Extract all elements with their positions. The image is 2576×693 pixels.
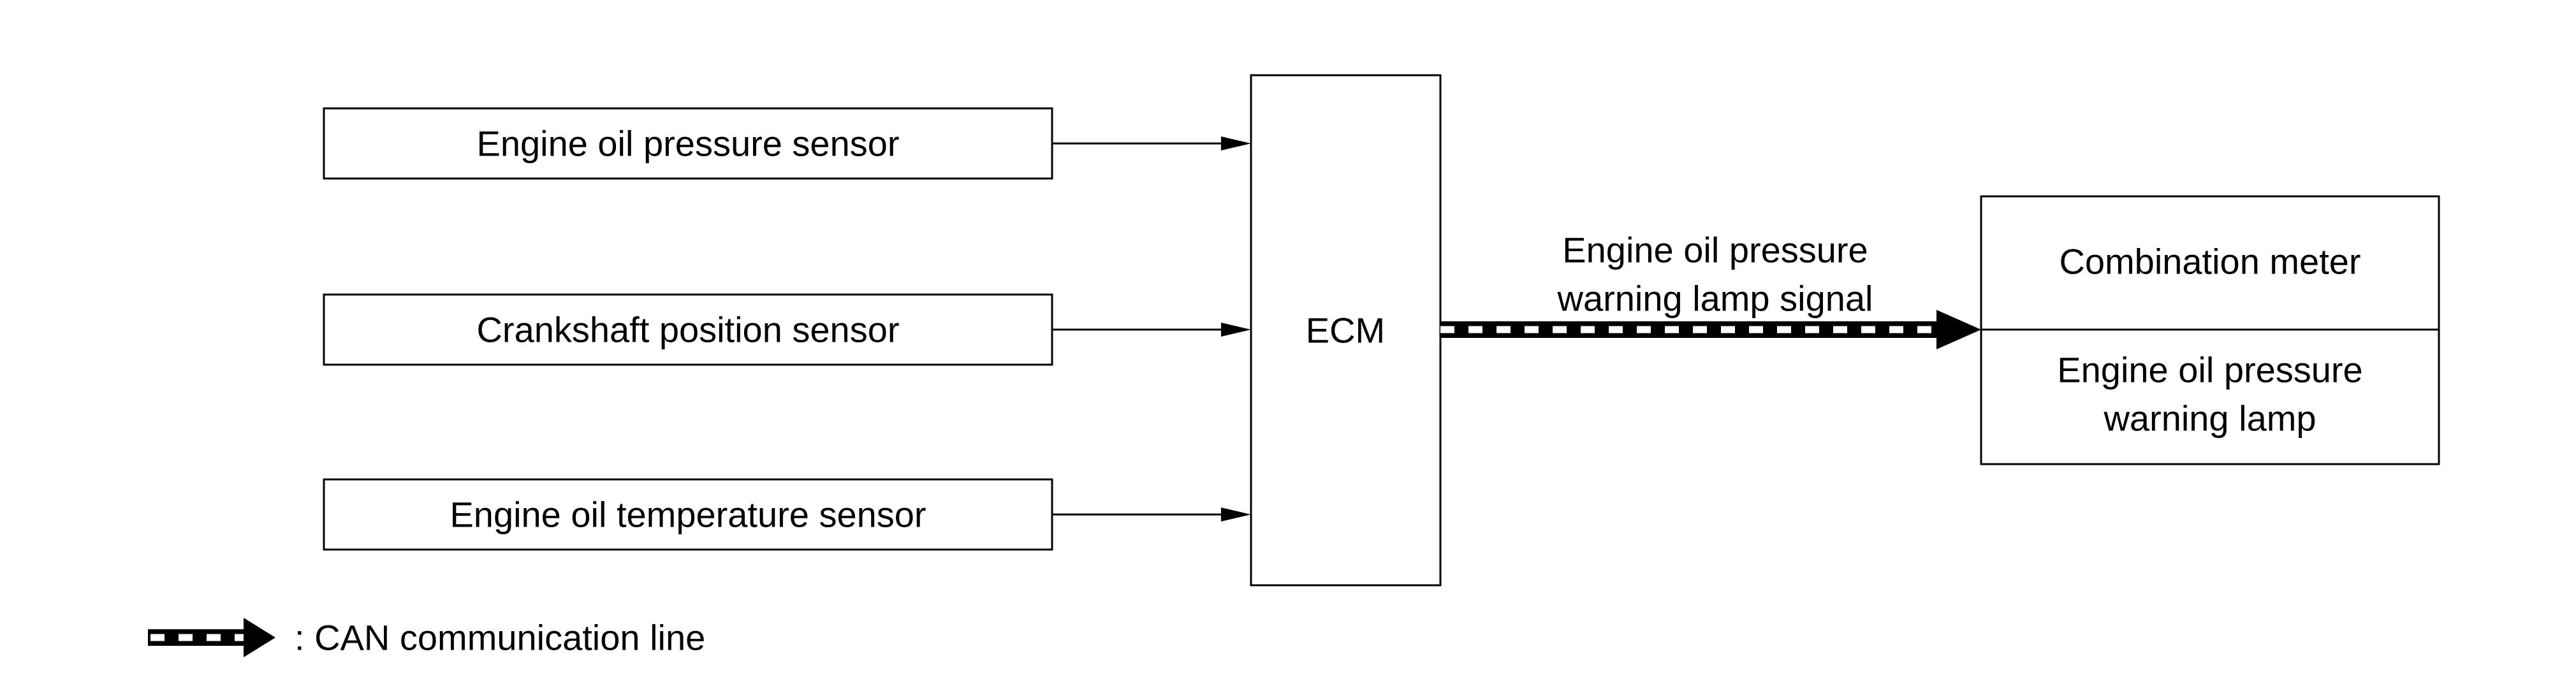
ecm-box [1250, 74, 1442, 587]
legend: : CAN communication line [148, 618, 705, 658]
ecm-label: ECM [1306, 310, 1385, 351]
warning-lamp-label-line1: Engine oil pressure [2057, 350, 2362, 390]
can-line-body [1440, 321, 1936, 338]
input-label: Crankshaft position sensor [476, 310, 899, 350]
combination-meter-block: Combination meter Engine oil pressure wa… [1980, 195, 2440, 465]
input-box [323, 478, 1053, 551]
warning-lamp-label-line2: warning lamp [2103, 398, 2316, 439]
combination-meter-title: Combination meter [2059, 242, 2360, 282]
signal-label-line2: warning lamp signal [1557, 279, 1873, 319]
input-box [323, 107, 1053, 180]
input-crankshaft-position-sensor: Crankshaft position sensor [323, 293, 1053, 366]
input-arrowhead [1221, 323, 1251, 337]
legend-label: : CAN communication line [295, 618, 705, 658]
input-arrowhead [1221, 136, 1251, 150]
input-engine-oil-temperature-sensor: Engine oil temperature sensor [323, 478, 1053, 551]
input-arrowhead [1221, 507, 1251, 522]
signal-label-line1: Engine oil pressure [1562, 230, 1868, 270]
input-box [323, 293, 1053, 366]
signal-label: Engine oil pressure warning lamp signal [1557, 230, 1873, 319]
input-label: Engine oil pressure sensor [476, 124, 899, 164]
can-line-arrowhead [1936, 310, 1981, 349]
legend-can-line-arrowhead [244, 618, 275, 657]
input-label: Engine oil temperature sensor [450, 495, 926, 535]
input-engine-oil-pressure-sensor: Engine oil pressure sensor [323, 107, 1053, 180]
input-arrows [1052, 136, 1251, 522]
ecm-block: ECM [1250, 74, 1442, 587]
can-signal-line [1440, 310, 1981, 349]
